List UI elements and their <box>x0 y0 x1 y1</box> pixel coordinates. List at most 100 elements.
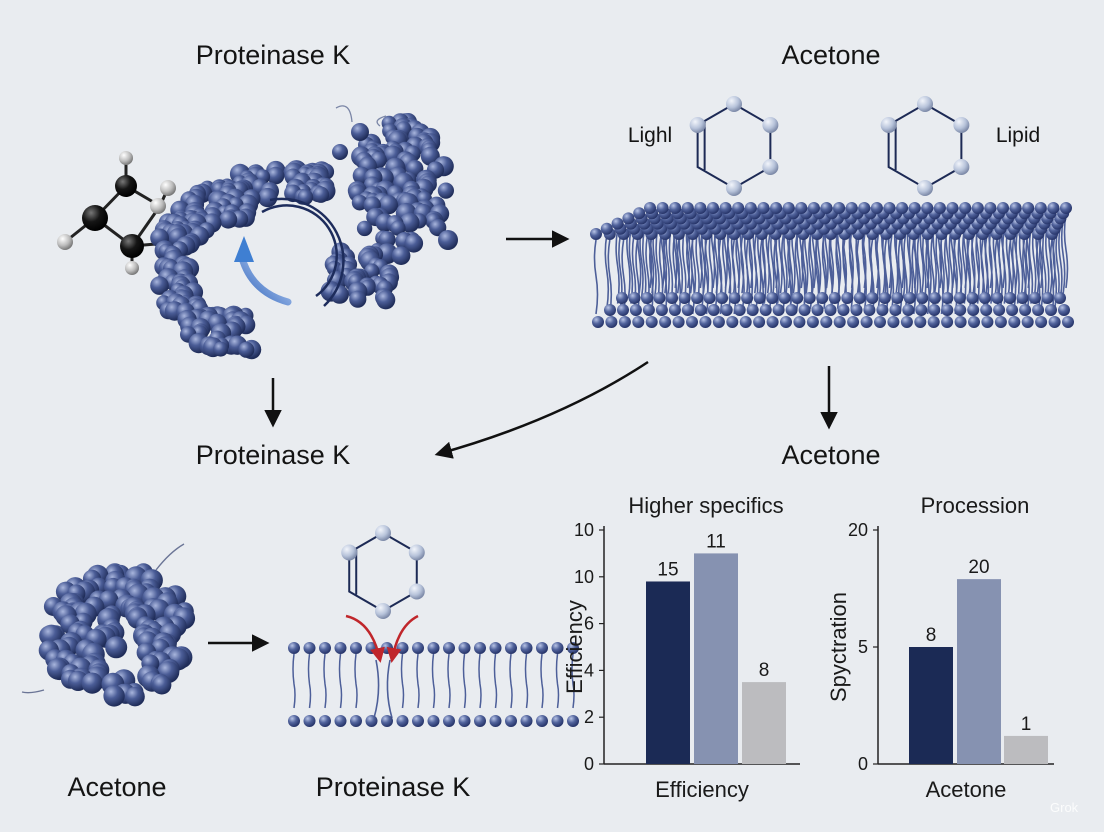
lipid-head <box>953 292 966 304</box>
rotation-arc-icon <box>269 197 345 307</box>
lipid-head <box>971 202 984 214</box>
lipid-head <box>644 202 656 214</box>
lipid-head <box>520 642 533 654</box>
lipid-head <box>824 304 837 316</box>
proteinase-k-protein-model <box>150 105 458 360</box>
lipid-head <box>536 715 548 727</box>
lipid-tail <box>1060 219 1066 294</box>
lipid-head <box>707 304 720 316</box>
lipid-head <box>288 715 300 727</box>
lipid-tail <box>722 229 727 304</box>
lipid-tail <box>922 229 927 304</box>
y-tick-label: 0 <box>858 754 868 774</box>
protein-atom-sphere <box>404 234 424 253</box>
ring-bond <box>348 531 418 613</box>
lipid-head <box>845 202 858 214</box>
lipid-head <box>770 202 783 214</box>
lipid-head <box>659 316 672 328</box>
lipid-head <box>807 202 820 214</box>
lipid-tail <box>615 229 620 304</box>
lipid-head <box>928 292 941 304</box>
lipid-head <box>914 316 927 328</box>
hydrogen-atom <box>160 180 176 196</box>
watermark: Grok <box>1050 800 1079 815</box>
lipid-head <box>458 715 471 727</box>
lipid-tail <box>642 229 647 304</box>
lipid-head <box>791 292 804 304</box>
lipid-head <box>1062 316 1074 328</box>
protein-atom-sphere <box>376 290 396 310</box>
protein-atom-sphere <box>213 341 229 357</box>
lipid-head <box>981 316 994 328</box>
lipid-tail <box>386 659 393 719</box>
lipid-head <box>833 316 846 328</box>
lipid-head <box>870 202 883 214</box>
lipid-head <box>959 202 972 214</box>
lipid-tail <box>935 229 940 304</box>
lipid-tail <box>400 653 405 709</box>
label-lighl: Lighl <box>627 124 673 147</box>
lipid-head <box>600 222 613 235</box>
lipid-head <box>645 316 658 328</box>
lipid-head <box>1054 292 1066 304</box>
lipid-head <box>633 207 646 220</box>
lipid-tail <box>1063 213 1069 289</box>
lipid-head <box>816 292 829 304</box>
inserting-ring-molecule <box>341 525 425 619</box>
protein-atom-sphere <box>312 186 330 203</box>
protein-atom-sphere <box>150 276 169 295</box>
acetone-protein-aggregate <box>21 543 196 707</box>
lipid-head <box>653 292 666 304</box>
lipid-head <box>350 642 362 654</box>
lipid-head <box>632 316 645 328</box>
lipid-head <box>681 202 694 214</box>
lipid-tail <box>1025 234 1030 309</box>
lipid-head <box>567 642 579 654</box>
lipid-head <box>474 715 486 727</box>
lipid-head <box>489 715 502 727</box>
lipid-head <box>850 304 863 316</box>
lipid-head <box>780 316 792 328</box>
lipid-head <box>672 316 685 328</box>
hydrogen-atom <box>125 261 139 275</box>
ring-bond <box>887 102 963 190</box>
lipid-head <box>766 316 779 328</box>
lipid-head <box>1019 304 1032 316</box>
protein-atom-sphere <box>81 672 103 694</box>
lipid-head <box>902 304 915 316</box>
y-axis-label: Spyctration <box>826 592 851 702</box>
lipid-head <box>795 202 808 214</box>
lipid-head <box>1029 292 1041 304</box>
bar-value-label: 11 <box>706 531 726 552</box>
lipid-head <box>655 304 668 316</box>
ring-atom <box>408 544 425 561</box>
lipid-head <box>1034 202 1047 214</box>
lipid-head <box>319 715 331 727</box>
lipid-tail <box>540 653 544 709</box>
lipid-head <box>1045 304 1057 316</box>
lipid-tail <box>555 653 560 709</box>
lipid-head <box>551 715 564 727</box>
lipid-head <box>1008 316 1021 328</box>
ring-atom <box>341 544 358 561</box>
lipid-head <box>928 304 941 316</box>
lipid-tail <box>447 653 451 709</box>
hydrogen-atom <box>150 198 166 214</box>
lipid-tail <box>925 239 930 315</box>
lipid-head <box>941 316 954 328</box>
bar <box>1004 735 1048 764</box>
curved-arrow-left-icon <box>434 360 649 459</box>
protein-strand <box>21 689 45 694</box>
lipid-head <box>828 292 841 304</box>
lipid-head <box>896 202 909 214</box>
lipid-tail <box>809 224 814 299</box>
protein-atom-sphere <box>438 230 458 250</box>
carbon-atom <box>82 205 108 231</box>
lipid-tail <box>571 653 575 709</box>
lipid-head <box>681 304 694 316</box>
lipid-head <box>458 642 471 654</box>
lipid-head <box>741 292 754 304</box>
lipid-head <box>396 715 409 727</box>
title-proteinase-k: Proteinase K <box>195 40 351 70</box>
ring-atom <box>762 159 779 175</box>
